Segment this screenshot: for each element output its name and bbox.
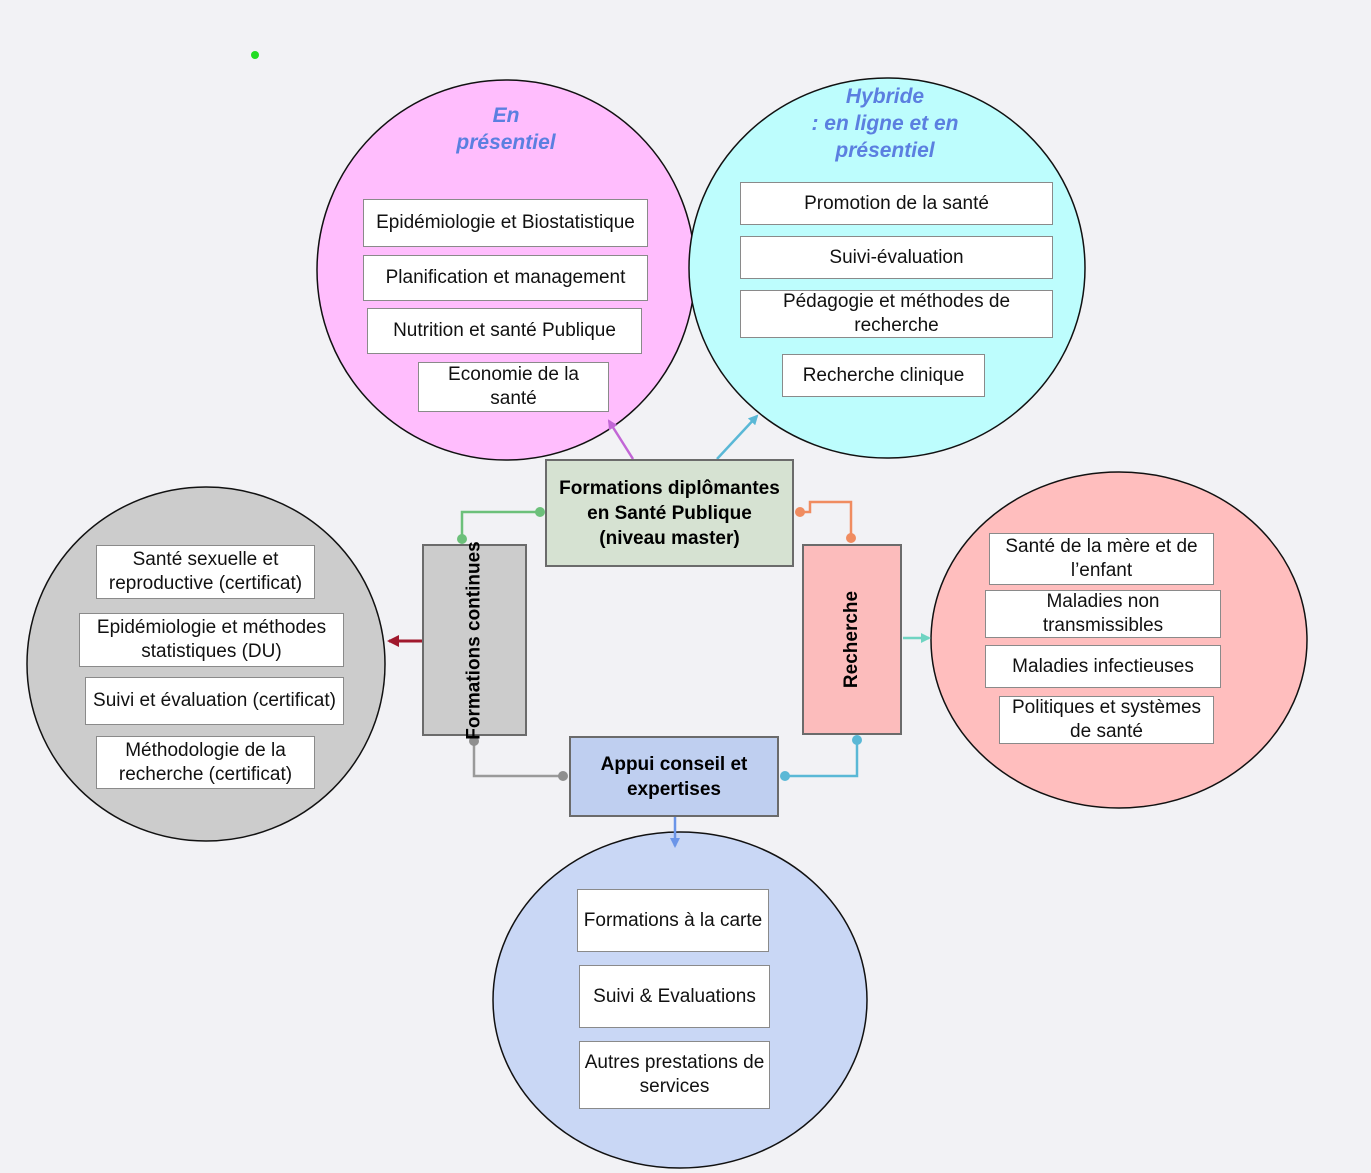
connector-dot — [535, 507, 545, 517]
connector-master-recherche — [800, 500, 853, 538]
connector-master-continues — [460, 510, 540, 539]
connector-dot — [846, 533, 856, 543]
connector-dot — [457, 534, 467, 544]
hybride-title: Hybride : en ligne et en présentiel — [811, 85, 959, 162]
appui-item: Formations à la carte — [577, 889, 769, 952]
connector-dot — [780, 771, 790, 781]
appui-hub[interactable]: Appui conseil et expertises — [569, 736, 779, 817]
master-hub[interactable]: Formations diplômantes en Santé Publique… — [545, 459, 794, 567]
recherche-hub[interactable]: Recherche — [802, 544, 902, 735]
continues-item: Epidémiologie et méthodes statistiques (… — [79, 613, 344, 667]
recherche-circle — [930, 471, 1308, 809]
appui-hub-label: Appui conseil et expertises — [600, 753, 748, 800]
green-dot — [251, 51, 259, 59]
connector-recherche-appui — [785, 740, 859, 778]
connector-dot — [795, 507, 805, 517]
recherche-item: Politiques et systèmes de santé — [999, 696, 1214, 744]
hybride-item: Pédagogie et méthodes de recherche — [740, 290, 1053, 338]
hybride-item: Recherche clinique — [782, 354, 985, 397]
connector-dot — [469, 736, 479, 746]
connector-continues-appui — [472, 741, 563, 778]
continues-hub[interactable]: Formations continues — [422, 540, 527, 740]
arrow-to-presentiel — [607, 419, 635, 460]
continues-hub-label: Formations continues — [464, 540, 485, 740]
recherche-item: Maladies non transmissibles — [985, 590, 1221, 638]
continues-item: Santé sexuelle et reproductive (certific… — [96, 545, 315, 599]
presentiel-title: En présentiel — [456, 104, 556, 154]
appui-item: Autres prestations de services — [579, 1041, 770, 1109]
presentiel-item: Epidémiologie et Biostatistique — [363, 199, 648, 247]
arrow-to-hybride — [716, 414, 759, 460]
connector-dot — [558, 771, 568, 781]
appui-item: Suivi & Evaluations — [579, 965, 770, 1028]
presentiel-item: Planification et management — [363, 255, 648, 301]
master-hub-label: Formations diplômantes en Santé Publique… — [559, 477, 780, 549]
continues-item: Suivi et évaluation (certificat) — [85, 677, 344, 725]
hybride-item: Promotion de la santé — [740, 182, 1053, 225]
recherche-item: Maladies infectieuses — [985, 645, 1221, 688]
presentiel-item: Nutrition et santé Publique — [367, 308, 642, 354]
connector-dot — [852, 735, 862, 745]
recherche-item: Santé de la mère et de l’enfant — [989, 533, 1214, 585]
recherche-hub-label: Recherche — [841, 590, 863, 689]
presentiel-item: Economie de la santé — [418, 362, 609, 412]
hybride-item: Suivi-évaluation — [740, 236, 1053, 279]
continues-item: Méthodologie de la recherche (certificat… — [96, 736, 315, 789]
